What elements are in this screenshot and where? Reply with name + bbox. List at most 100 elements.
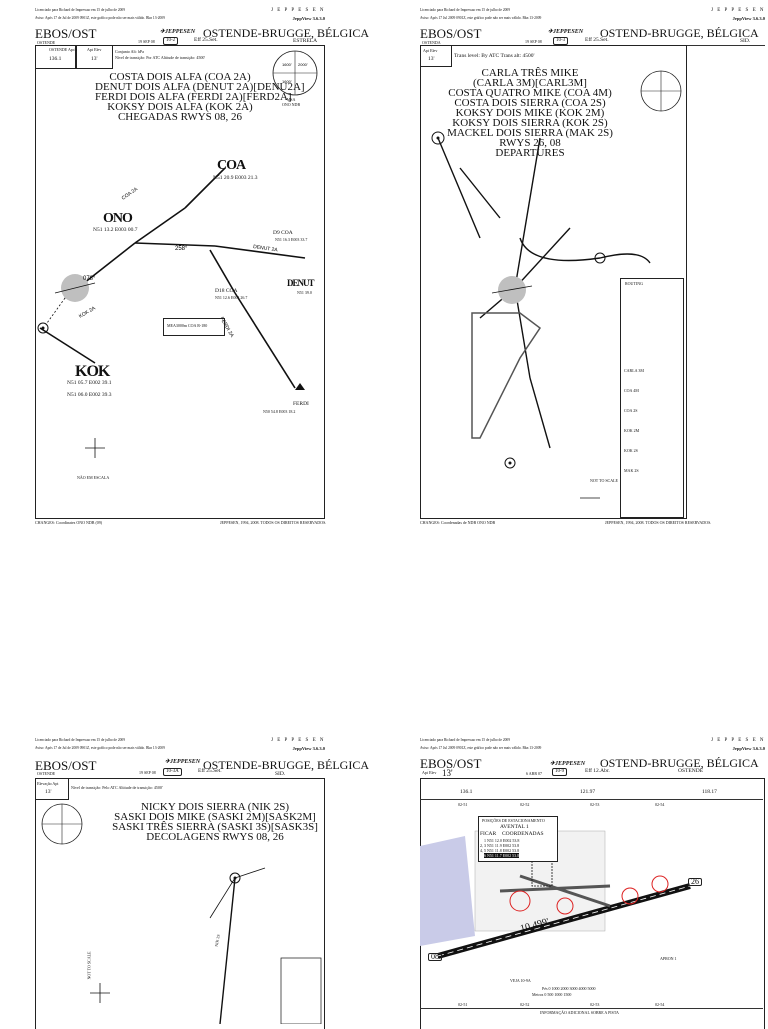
page-number: 10-3: [553, 37, 569, 45]
elev-box: [75, 45, 113, 69]
see-note: VEJA 10-9A: [510, 978, 531, 983]
fix-d9-coord: N51 16.3 E003 33.7: [275, 237, 308, 242]
fix-coa-coord: N51 20.9 E003 21.3: [213, 175, 258, 181]
fix-denut-coord: N51 39.0: [297, 290, 312, 295]
airport-sub: OSTENDA: [422, 40, 441, 45]
svg-text:KOK 2A: KOK 2A: [78, 305, 97, 320]
chart-frame: [35, 778, 325, 1029]
chart-date: 6 ABR 07: [526, 771, 543, 776]
city-sub: OSTENDE: [678, 768, 704, 774]
license-line-1: Licenciado para Richard de Impressao em …: [420, 8, 511, 12]
grid-bottom-1: 02-51: [458, 1002, 468, 1007]
runway-26: 26: [688, 878, 702, 886]
jeppesen-logo: ✈JEPPESEN: [160, 29, 196, 35]
routing-sid-4: KOK 2M: [624, 428, 640, 433]
freq-rule: [420, 799, 763, 800]
trans-level: Trans level: By ATC Trans alt: 4500': [454, 53, 535, 59]
freq-label: OSTENDE Apch: [49, 47, 77, 52]
elev-label: Apt Elev: [423, 48, 438, 53]
trans-level: Nível de transição: Pelo ATC Altitude de…: [71, 785, 163, 790]
routing-sid-6: MAK 2S: [624, 468, 639, 473]
chart-4: Licenciado para Richard de Impressao em …: [420, 738, 765, 1029]
license-line-2: Aviso: Após 17 de Jul de 2009 0901Z, est…: [35, 16, 165, 20]
chart-2: Licenciado para Richard de Impressao em …: [420, 8, 765, 525]
page-number: 10-9: [552, 768, 568, 776]
chart-1: Licenciado para Richard de Impressao em …: [35, 8, 369, 525]
not-to-scale: NOT TO SCALE: [590, 478, 619, 483]
footer-right: JEPPESEN, 1994, 2008. TODOS OS DIREITOS …: [220, 520, 327, 525]
freq-3: 118.17: [702, 789, 717, 795]
license-line-2: Aviso: Após 17 Jul 2009 0901Z, este gráf…: [420, 746, 542, 750]
elev-value: 13': [442, 768, 453, 778]
parking-row-1: 1 N51 12.0 E002 53.8: [484, 838, 520, 843]
airport-sub: OSTENDE: [37, 771, 56, 776]
fix-ono-coord: N51 13.2 E003 00.7: [93, 227, 138, 233]
title-line-2: (CARLA 3M)[CARL3M]: [473, 77, 587, 89]
elev-value: 13': [91, 56, 98, 62]
fix-kok-coord-1: N51 05.7 E002 39.1: [67, 380, 112, 386]
city-name: OSTENDE-BRUGGE, BÉLGICA: [203, 758, 369, 772]
grid-top-3: 02-53: [590, 802, 600, 807]
parking-header-stand: FICAR: [480, 831, 497, 837]
page-number: 10-3A: [163, 768, 182, 776]
license-line-1: Licenciado para Richard de Impressao em …: [35, 8, 126, 12]
title-line-8: RWYS 26, 08: [499, 137, 561, 149]
svg-text:COA 2A: COA 2A: [121, 186, 140, 202]
license-line-1: Licenciado para Richard de Impressao em …: [35, 738, 126, 742]
grid-top-4: 02-54: [655, 802, 665, 807]
elev-value: 13': [45, 789, 52, 795]
parking-sub: AVENTAL 1: [500, 824, 529, 830]
effective-date: Eff 25.Set.: [585, 37, 609, 43]
footer-left: CHANGES: Coordenadas de NDB ONO NDB: [420, 520, 496, 525]
parking-title: POSIÇÕES DE ESTACIONAMENTO: [482, 818, 545, 823]
arrival-routes: COA 2A FERDI 2A DENUT 2A KOK 2A 258° 078…: [37, 167, 306, 458]
chart-3: Licenciado para Richard de Impressao em …: [35, 738, 390, 1029]
fix-coa: COA: [217, 158, 246, 173]
grid-bottom-3: 02-53: [590, 1002, 600, 1007]
title-line-1: NICKY DOIS SIERRA (NIK 2S): [140, 801, 290, 813]
svg-text:1600': 1600': [282, 79, 292, 84]
airport-code: EBOS/OST: [35, 26, 97, 41]
airport-sub: Apt Elev: [422, 770, 437, 775]
msa-circle: 1600' 2000' 1600': [272, 50, 318, 96]
jeppesen-label: J E P P E S E N: [271, 8, 325, 13]
effective-date: Eff 25.Set.: [194, 37, 218, 43]
title-line-3: SASKI TRÊS SIERRA (SASKI 3S)[SASK3S]: [112, 821, 318, 833]
departure-routes: [90, 867, 322, 1024]
svg-text:2000': 2000': [298, 62, 308, 67]
license-line-2: Aviso: Após 17 Jul 2009 0901Z, este gráf…: [420, 16, 542, 20]
freq-1: 136.1: [460, 789, 473, 795]
chart-date: 19 SEP 08: [138, 39, 155, 44]
effective-date: Eff 12.Abr.: [585, 768, 610, 774]
fix-ferdi: FERDI: [293, 401, 309, 407]
city-sub: SID.: [740, 38, 751, 44]
fix-ferdi-coord: N50 54.8 E003 18.2: [263, 409, 296, 414]
title-line-5: CHEGADAS RWYS 08, 26: [117, 111, 243, 123]
jeppesen-logo: ✈JEPPESEN: [548, 29, 584, 35]
msa-circle: [640, 70, 682, 112]
title-line-9: DEPARTURES: [495, 147, 565, 159]
title-line-4: COSTA DOIS SIERRA (COA 2S): [454, 97, 606, 109]
fix-d18-coord: N51 12.6 E003 26.7: [215, 295, 248, 300]
not-to-scale: NOT TO SCALE: [86, 951, 92, 980]
msa-label: MSA ONO NDB: [282, 97, 301, 107]
grid-top-1: 02-51: [458, 802, 468, 807]
routing-header: ROUTING: [625, 281, 643, 286]
mea-note: MEA3000m COA R-180: [167, 323, 208, 328]
license-line-1: Licenciado para Richard de Impressao em …: [420, 738, 511, 742]
fix-kok-coord-2: N51 06.0 E002 39.3: [67, 392, 112, 398]
fix-denut: DENUT: [287, 278, 314, 288]
transition-note-2: Nível de transição: Por ATC Altitude de …: [115, 55, 206, 60]
title-line-3: COSTA QUATRO MIKE (COA 4M): [448, 87, 612, 99]
routing-sid-2: COA 4M: [624, 388, 639, 393]
parking-row-4: 6 N51 11.7 E002 53.8: [484, 853, 520, 858]
elev-label: Apt Elev: [87, 47, 102, 52]
routing-sid-5: KOK 2S: [624, 448, 638, 453]
fix-kok: KOK: [75, 363, 110, 380]
scale-feet: Pés 0 1000 2000 3000 4000 5000: [542, 986, 596, 991]
jeppesen-label: J E P P E S E N: [711, 8, 765, 13]
fix-ono: ONO: [103, 211, 133, 226]
freq-2: 121.97: [580, 789, 596, 795]
airport-code: EBOS/OST: [420, 26, 482, 41]
svg-text:078°: 078°: [83, 276, 96, 282]
